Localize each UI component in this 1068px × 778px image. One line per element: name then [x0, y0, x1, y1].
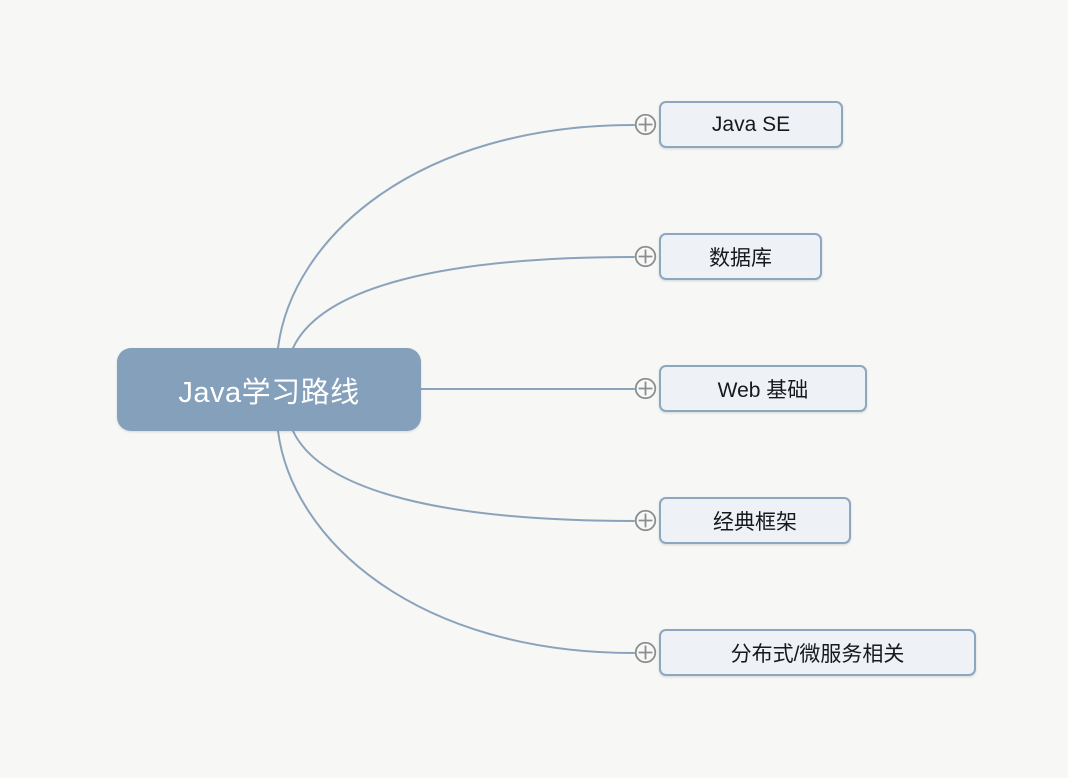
connector-line — [277, 430, 635, 654]
connector-line — [277, 124, 635, 349]
topic-node[interactable]: 数据库 — [659, 233, 822, 280]
topic-node[interactable]: Web 基础 — [659, 365, 867, 412]
topic-node[interactable]: 经典框架 — [659, 497, 851, 544]
connector-line — [292, 430, 635, 522]
connector-line — [292, 256, 635, 349]
expand-toggle-icon[interactable] — [634, 509, 657, 532]
expand-toggle-icon[interactable] — [634, 113, 657, 136]
expand-toggle-icon[interactable] — [634, 245, 657, 268]
root-topic-node[interactable]: Java学习路线 — [117, 348, 421, 431]
expand-toggle-icon[interactable] — [634, 377, 657, 400]
topic-node[interactable]: Java SE — [659, 101, 843, 148]
topic-node[interactable]: 分布式/微服务相关 — [659, 629, 976, 676]
expand-toggle-icon[interactable] — [634, 641, 657, 664]
